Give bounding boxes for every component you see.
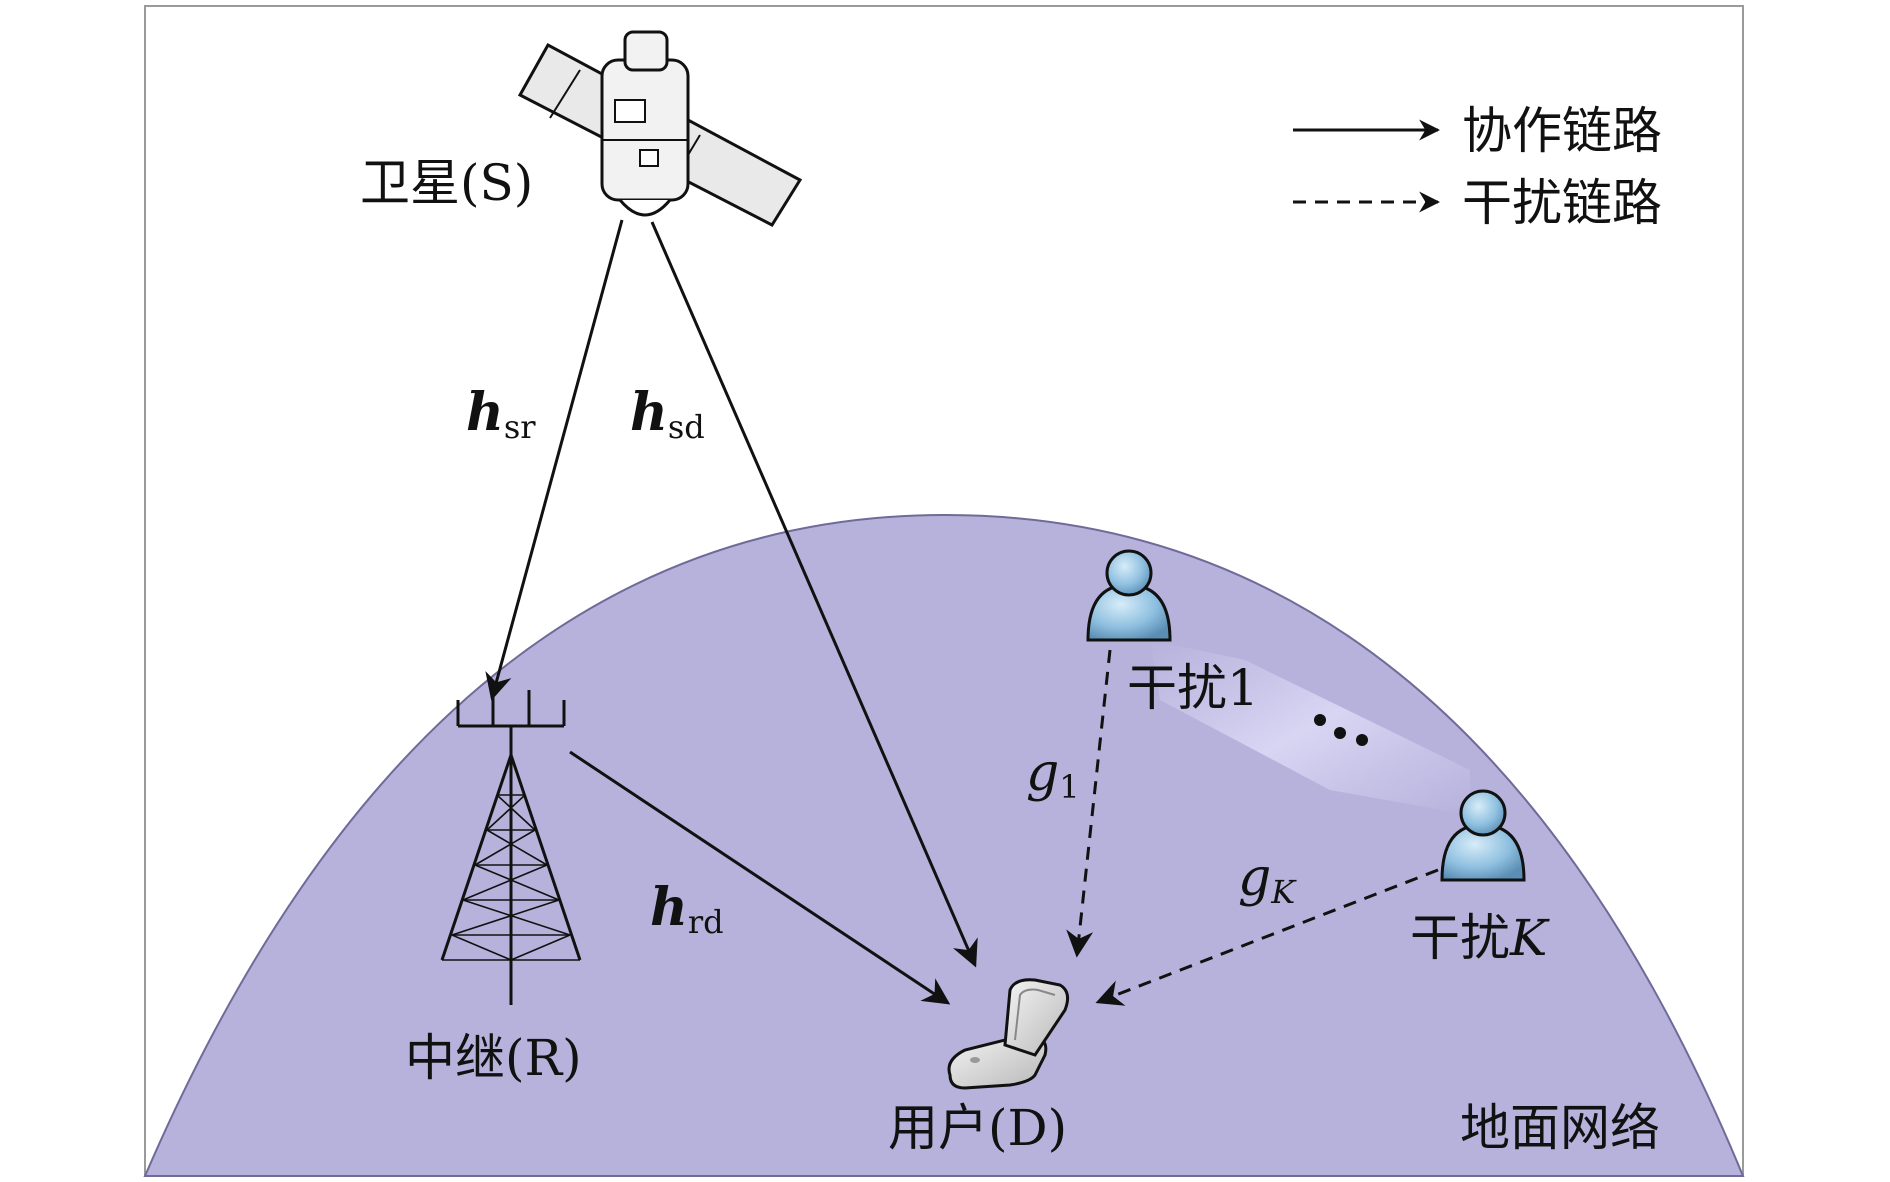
person-icon [1086,549,1172,642]
interferer-1-label: 干扰1 [1127,659,1259,717]
legend-interference-label: 干扰链路 [1462,174,1662,232]
link-g-1 [1066,649,1112,958]
ellipsis-icon [1314,714,1368,746]
link-h-rd [569,750,951,1005]
legend-cooperative-label: 协作链路 [1462,102,1662,160]
g-K-label: gK [1238,848,1297,911]
ground-network-region [143,513,1745,1177]
interferer-band [1150,640,1470,815]
mobile-phone-icon [947,978,1070,1090]
link-h-sr [485,219,624,701]
satellite-icon [517,30,803,227]
link-h-sd [650,221,978,968]
legend: 协作链路 干扰链路 [1293,102,1662,232]
relay-label: 中继(R) [405,1029,582,1087]
h-rd-label: hrd [650,877,724,941]
g-1-label: g1 [1026,743,1080,806]
interferer-k-label: 干扰K [1410,909,1550,967]
ground-network-label: 地面网络 [1460,1099,1660,1157]
h-sr-label: hsr [466,382,536,446]
link-g-K [1095,868,1439,1006]
user-label: 用户(D) [888,1099,1067,1157]
person-icon [1440,789,1526,882]
h-sd-label: hsd [630,382,705,446]
satellite-label: 卫星(S) [360,154,533,212]
relay-tower-icon [440,690,582,1005]
